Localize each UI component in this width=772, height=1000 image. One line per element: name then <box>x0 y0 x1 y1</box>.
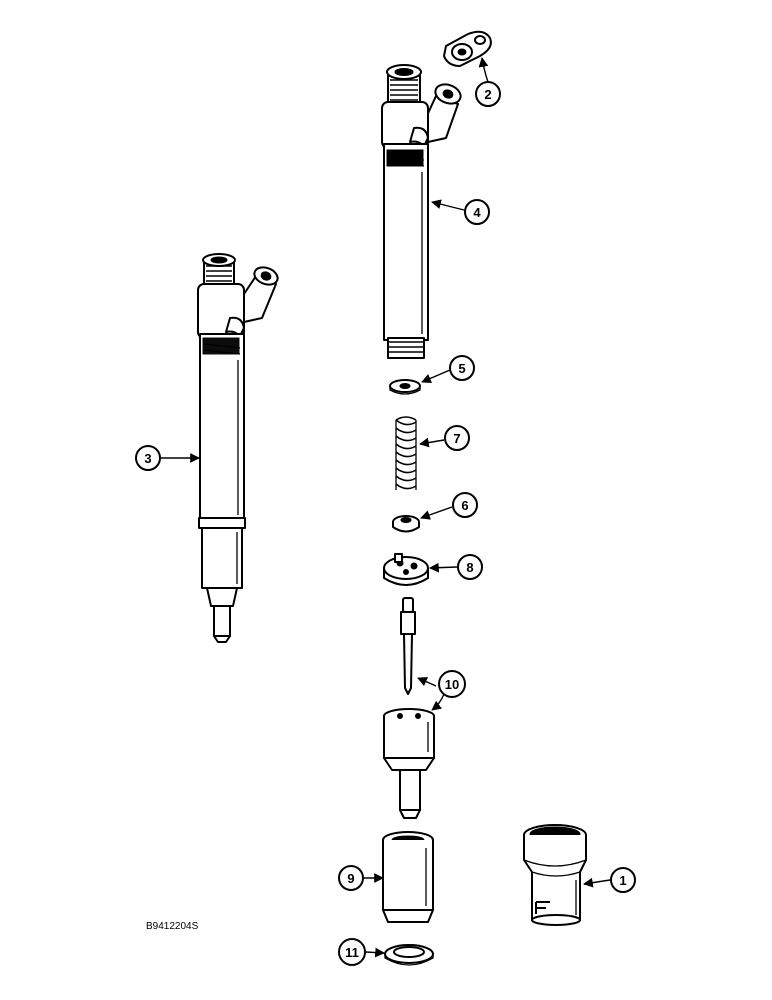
callout-8-label: 8 <box>466 560 473 575</box>
callout-1-label: 1 <box>619 873 626 888</box>
sleeve <box>523 824 587 926</box>
callout-6: 6 <box>452 492 478 518</box>
callout-7-label: 7 <box>453 431 460 446</box>
nozzle-body <box>383 708 435 819</box>
spacer-plate <box>383 553 429 586</box>
callout-10-label: 10 <box>445 677 459 692</box>
callout-11-label: 11 <box>345 945 359 960</box>
callout-7: 7 <box>444 425 470 451</box>
small-washer <box>443 30 492 67</box>
leader-lines <box>160 57 611 958</box>
injector-assembly <box>197 253 279 643</box>
spring-seat <box>392 515 420 533</box>
callout-8: 8 <box>457 554 483 580</box>
figure-reference-code: B9412204S <box>146 921 199 932</box>
callout-1: 1 <box>610 867 636 893</box>
callout-3-label: 3 <box>144 451 151 466</box>
callout-11: 11 <box>338 938 366 966</box>
spring <box>395 416 417 490</box>
needle-valve <box>400 597 416 695</box>
sealing-washer <box>384 944 434 966</box>
shim <box>389 379 421 395</box>
callout-5: 5 <box>449 355 475 381</box>
injector-holder <box>381 64 462 359</box>
callout-2-label: 2 <box>484 87 491 102</box>
callout-10: 10 <box>438 670 466 698</box>
callout-5-label: 5 <box>458 361 465 376</box>
callout-4-label: 4 <box>473 205 481 220</box>
callout-9-label: 9 <box>347 871 354 886</box>
nozzle-nut <box>382 831 434 923</box>
callout-4: 4 <box>464 199 490 225</box>
callout-9: 9 <box>338 865 364 891</box>
callout-2: 2 <box>475 81 501 107</box>
callout-3: 3 <box>135 445 161 471</box>
callout-6-label: 6 <box>461 498 468 513</box>
